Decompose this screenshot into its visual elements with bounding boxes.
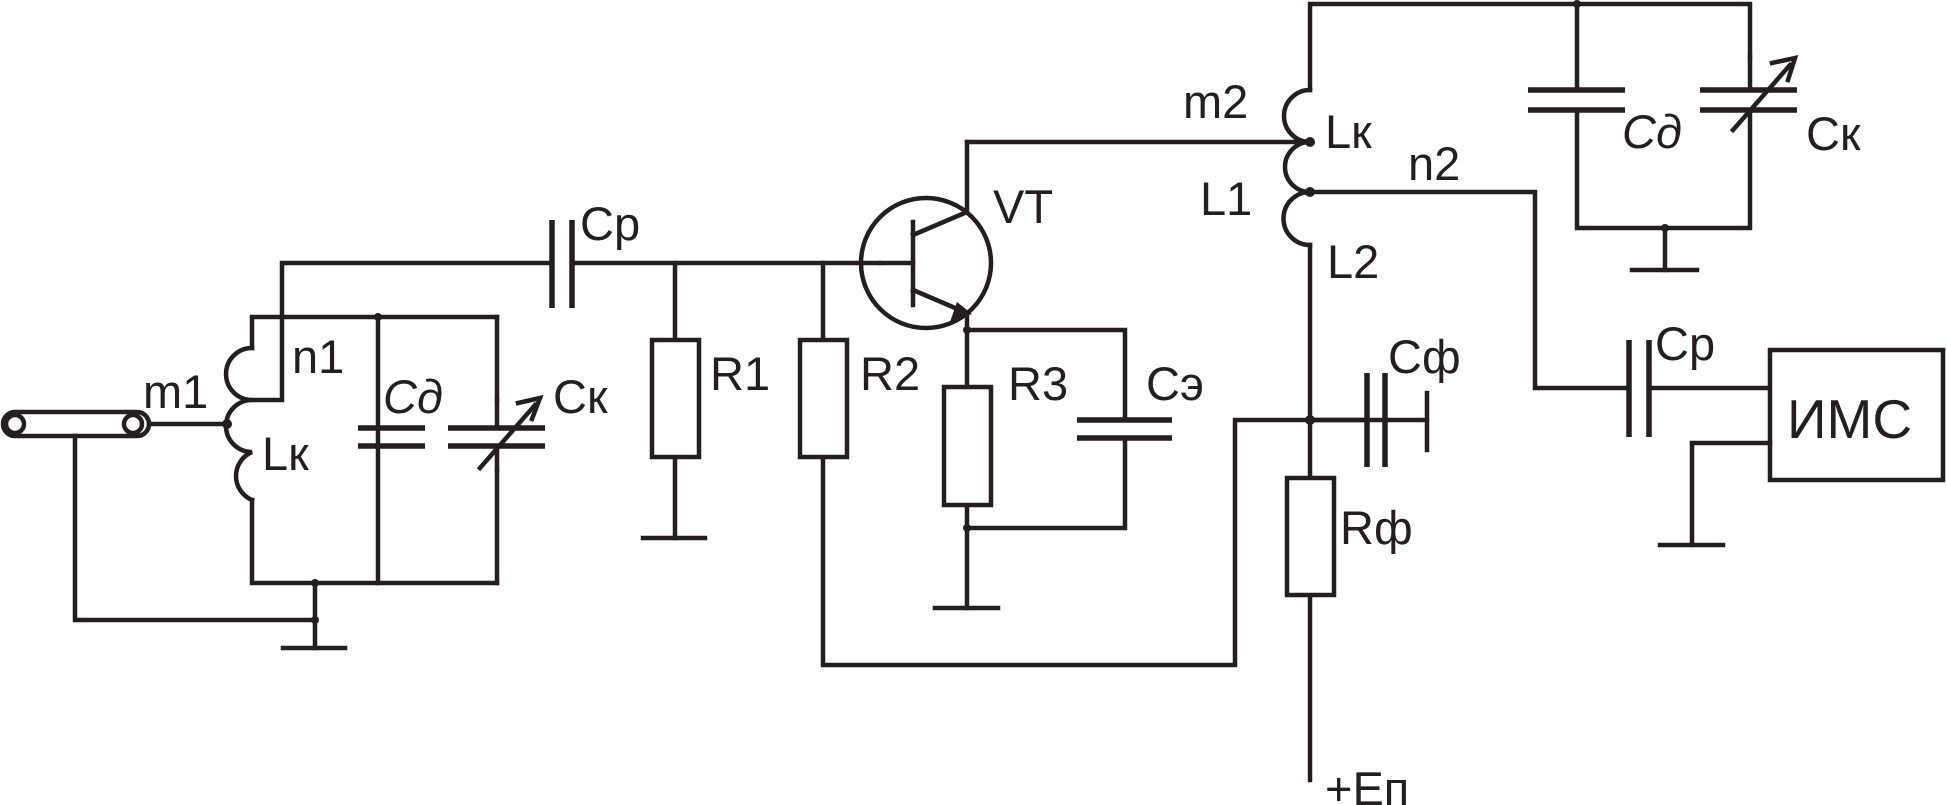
label-n1: n1	[292, 330, 344, 383]
label-lk-out: Lк	[1325, 105, 1372, 158]
output-capacitor-cd	[1528, 87, 1625, 113]
resistor-rf	[1284, 475, 1337, 598]
input-wires	[72, 260, 883, 651]
label-cp-in: Cp	[580, 197, 640, 250]
output-trimmer-capacitor-ck	[1700, 54, 1799, 134]
input-tank-inductor	[223, 345, 255, 503]
label-m1: m1	[143, 365, 208, 418]
label-r3: R3	[1008, 357, 1068, 410]
ims-block	[1657, 347, 1946, 548]
label-ck-in: Cк	[553, 370, 608, 423]
coupling-capacitor-cp-in	[549, 220, 575, 308]
label-l2: L2	[1327, 235, 1379, 288]
label-cf: Cф	[1388, 330, 1461, 383]
input-coax-connector	[0, 409, 152, 439]
label-supply: +Eп	[1325, 762, 1409, 805]
label-l1: L1	[1200, 172, 1252, 225]
transistor-vt	[858, 139, 994, 333]
filter-capacitor-cf	[1364, 373, 1430, 467]
resistor-r2	[797, 337, 850, 460]
junction-dots	[222, 0, 1669, 624]
output-coupling-capacitor-cp	[1626, 340, 1652, 437]
label-m2: m2	[1183, 75, 1248, 128]
label-ck-out: Cк	[1806, 107, 1861, 160]
capacitor-ce	[1077, 417, 1172, 441]
label-vt: VT	[993, 180, 1053, 233]
label-cp-out: Cp	[1655, 317, 1715, 370]
label-n2: n2	[1408, 137, 1460, 190]
label-rf: Rф	[1340, 501, 1413, 554]
label-r2: R2	[860, 347, 920, 400]
input-trimmer-capacitor-ck	[448, 394, 545, 473]
label-ims: ИМС	[1787, 388, 1912, 450]
emitter-network-wires	[932, 327, 1128, 611]
resistor-r3	[941, 384, 994, 508]
resistor-r1	[649, 337, 702, 460]
label-r1: R1	[710, 347, 770, 400]
bias-wires	[640, 260, 1390, 668]
input-capacitor-cd	[358, 425, 425, 449]
label-lk-in: Lк	[262, 427, 309, 480]
output-inductor-lk-l2	[1281, 87, 1313, 248]
label-cd-out: Cд	[1622, 105, 1682, 158]
label-ce: Cэ	[1146, 357, 1204, 410]
label-cd-in: Cд	[383, 370, 443, 423]
